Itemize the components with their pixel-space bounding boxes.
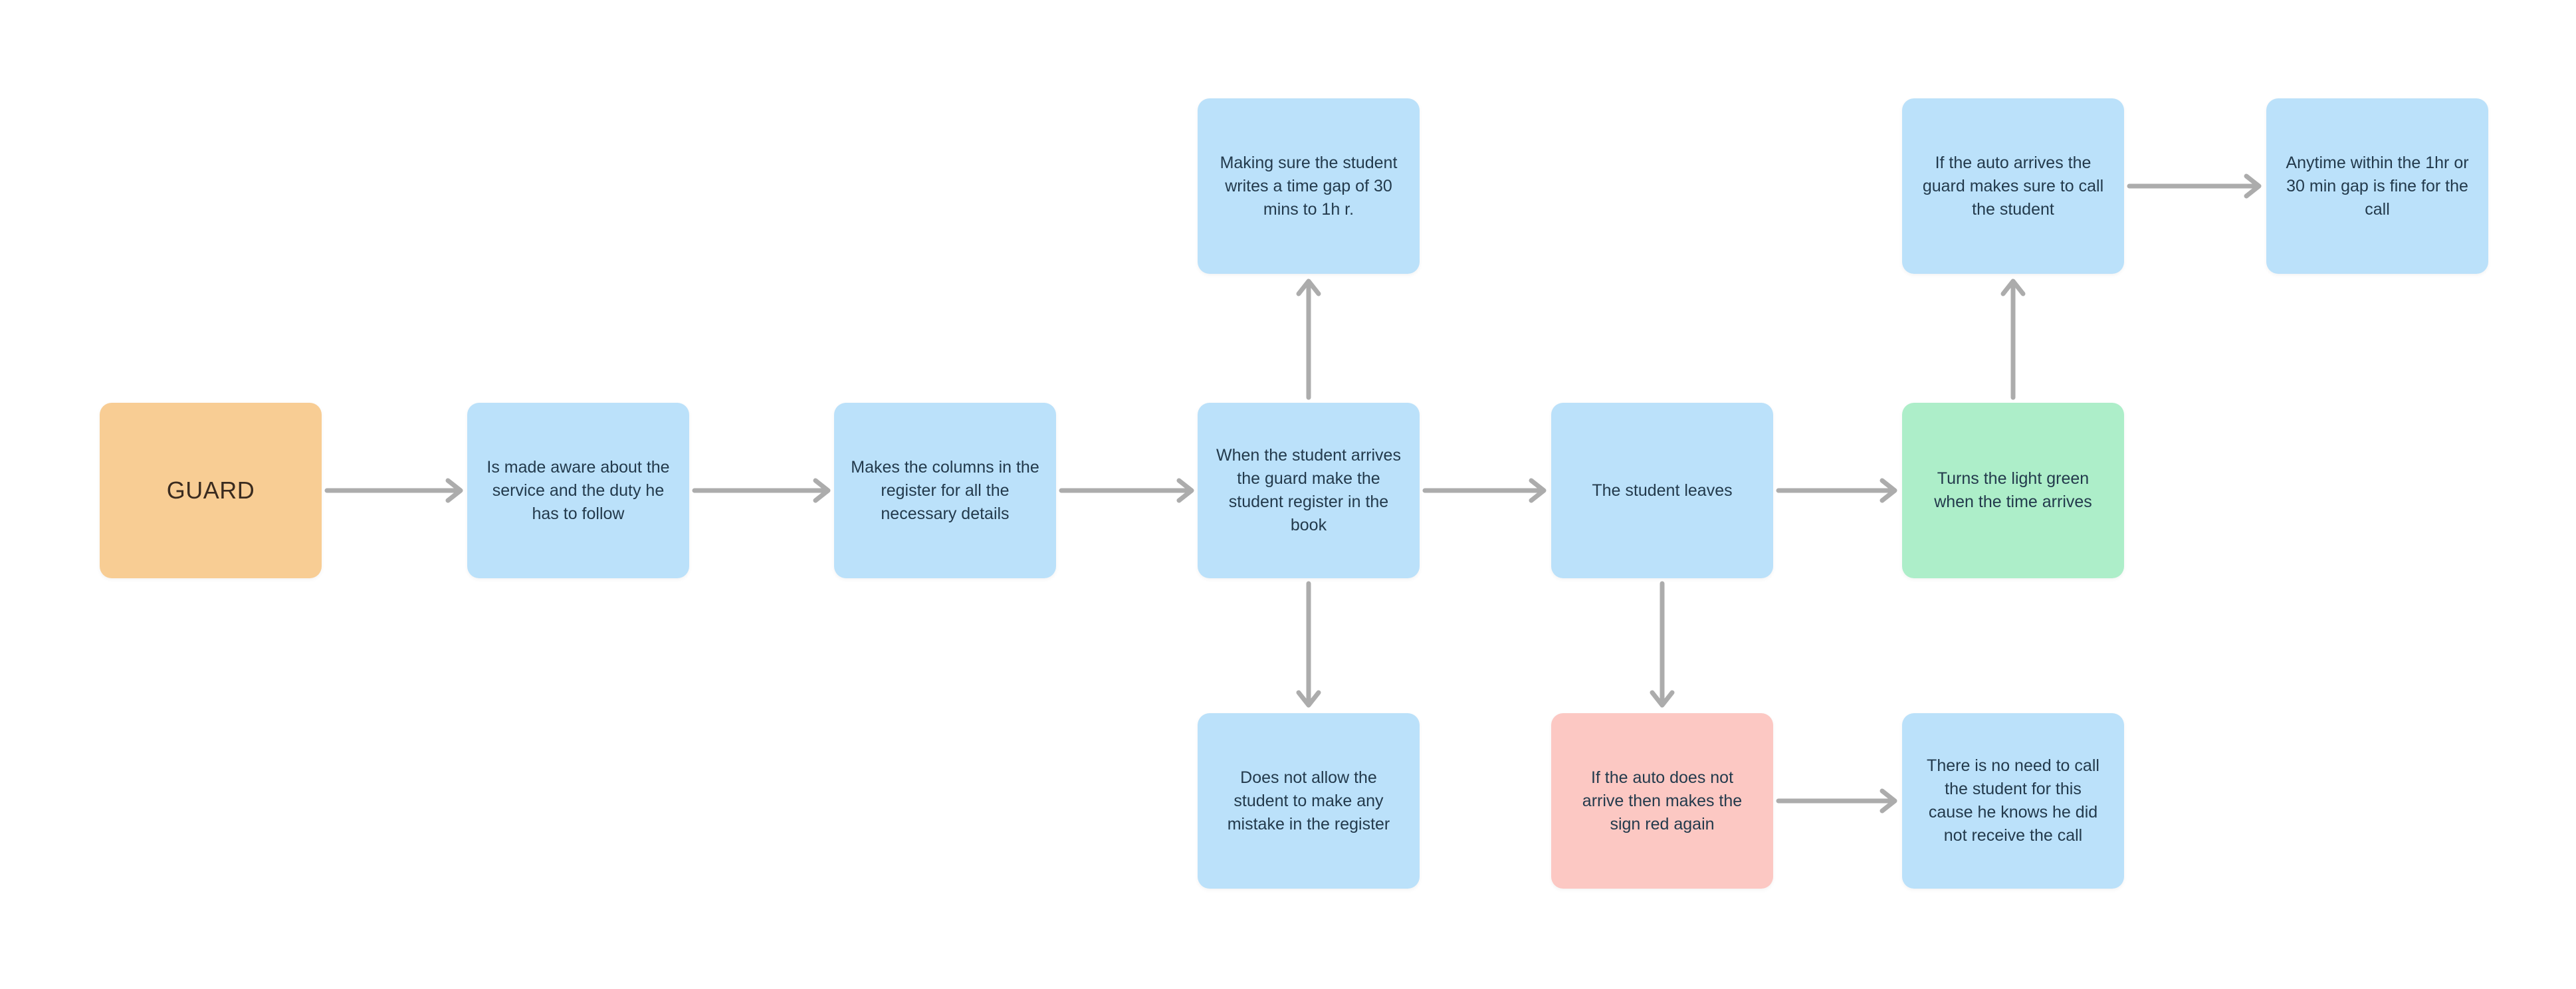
node-anytime[interactable]: Anytime within the 1hr or 30 min gap is … — [2266, 98, 2488, 274]
node-call-student[interactable]: If the auto arrives the guard makes sure… — [1902, 98, 2124, 274]
node-red-sign[interactable]: If the auto does not arrive then makes t… — [1551, 713, 1773, 889]
node-call-student-label: If the auto arrives the guard makes sure… — [1922, 153, 2104, 219]
node-no-call-label: There is no need to call the student for… — [1927, 756, 2099, 845]
node-columns[interactable]: Makes the columns in the register for al… — [834, 403, 1056, 578]
node-no-mistake-label: Does not allow the student to make any m… — [1227, 768, 1390, 833]
node-red-sign-label: If the auto does not arrive then makes t… — [1582, 768, 1743, 833]
node-leaves-label: The student leaves — [1592, 481, 1733, 500]
node-no-mistake[interactable]: Does not allow the student to make any m… — [1198, 713, 1420, 889]
node-aware-label: Is made aware about the service and the … — [486, 457, 670, 523]
node-time-gap-label: Making sure the student writes a time ga… — [1220, 153, 1398, 219]
node-columns-label: Makes the columns in the register for al… — [851, 457, 1039, 523]
node-anytime-label: Anytime within the 1hr or 30 min gap is … — [2286, 153, 2469, 219]
node-time-gap[interactable]: Making sure the student writes a time ga… — [1198, 98, 1420, 274]
node-guard[interactable]: GUARD — [100, 403, 322, 578]
node-register-label: When the student arrives the guard make … — [1216, 446, 1401, 534]
node-green-light-label: Turns the light green when the time arri… — [1934, 469, 2092, 511]
node-guard-label: GUARD — [166, 477, 255, 504]
node-aware[interactable]: Is made aware about the service and the … — [467, 403, 689, 578]
node-no-call[interactable]: There is no need to call the student for… — [1902, 713, 2124, 889]
node-register[interactable]: When the student arrives the guard make … — [1198, 403, 1420, 578]
node-green-light[interactable]: Turns the light green when the time arri… — [1902, 403, 2124, 578]
node-leaves[interactable]: The student leaves — [1551, 403, 1773, 578]
